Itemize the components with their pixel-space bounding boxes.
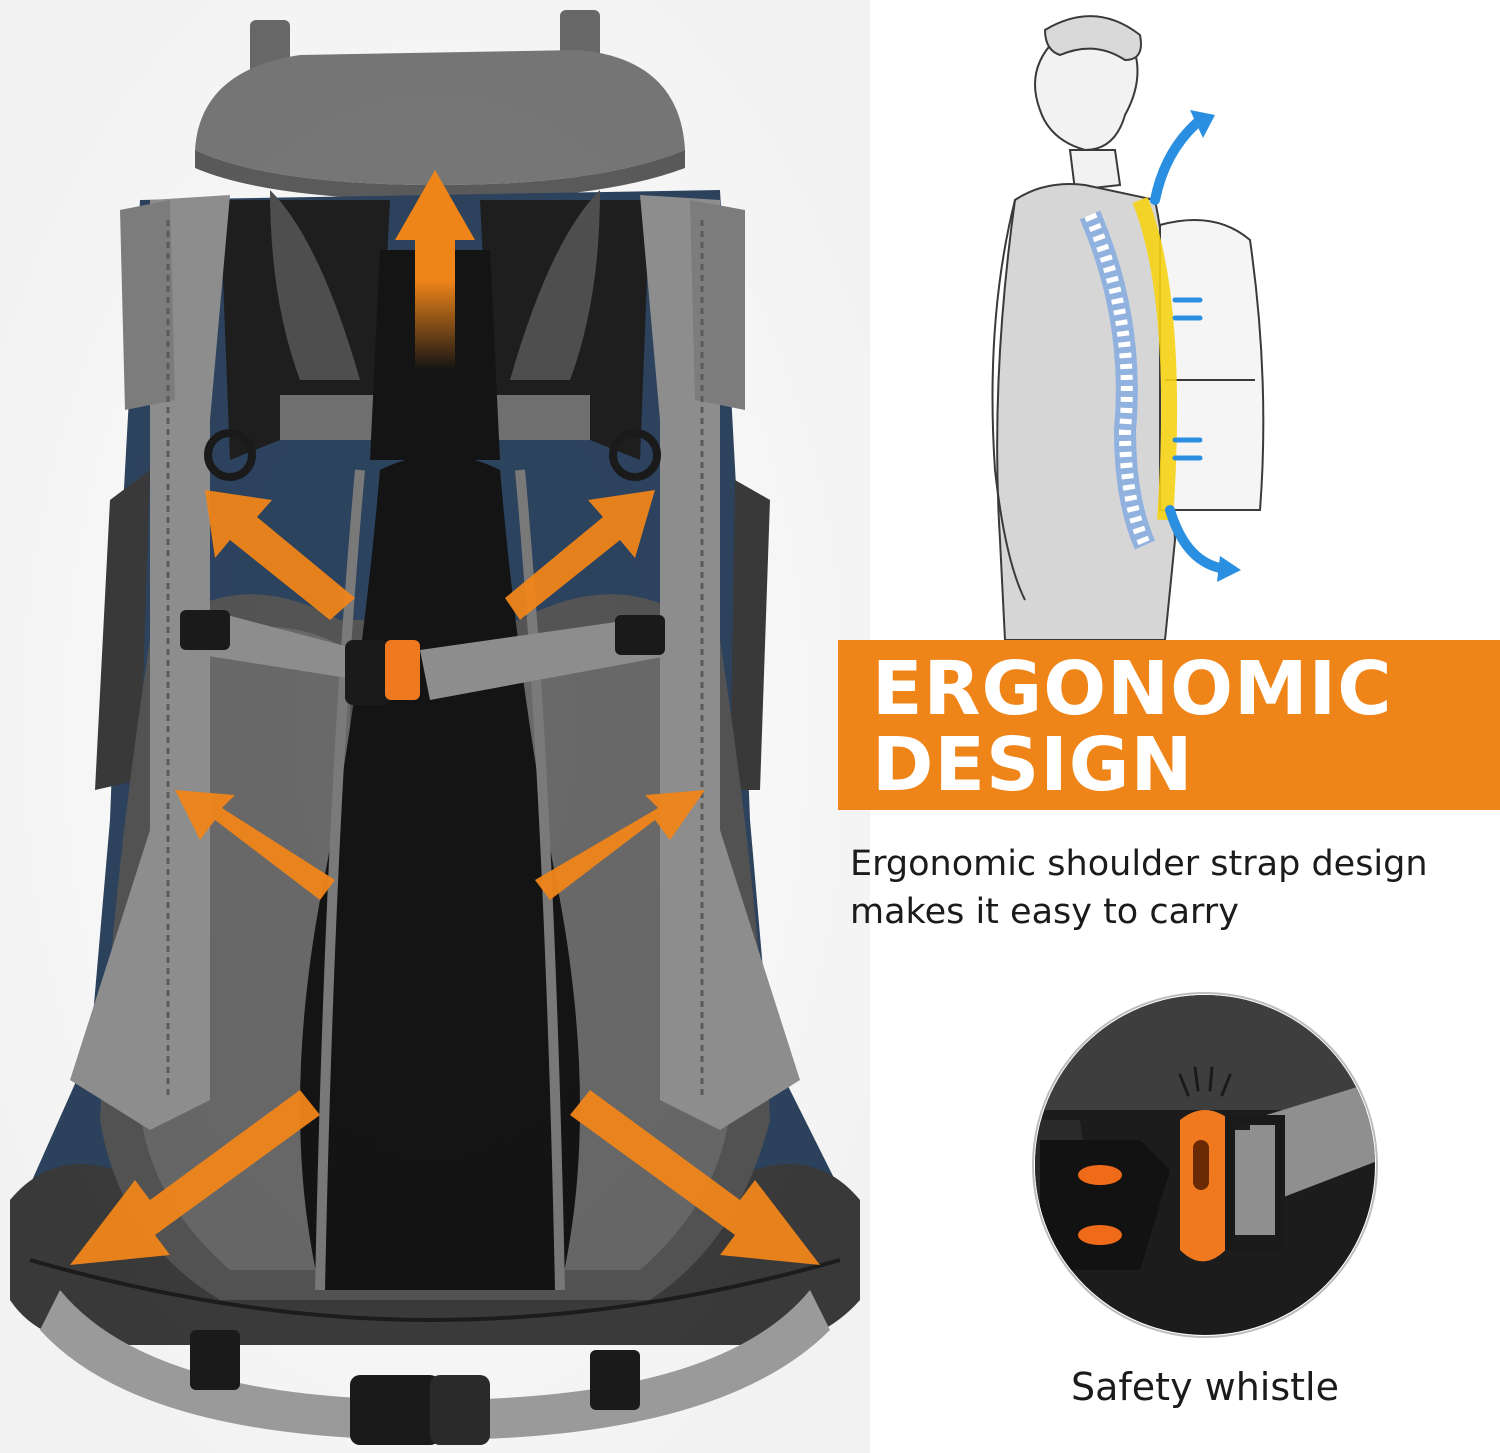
sternum-strap — [170, 600, 700, 705]
banner-title-line-1: ERGONOMIC — [872, 646, 1393, 732]
whistle-caption: Safety whistle — [1071, 1365, 1339, 1409]
person-spine-airflow-illustration — [991, 15, 1265, 640]
person-outline — [991, 15, 1177, 640]
whistle-sound-icon — [1178, 1066, 1232, 1097]
up-arrow-icon — [395, 170, 475, 370]
airflow-channel — [1132, 197, 1178, 521]
shoulder-straps — [70, 195, 800, 1130]
description-line-1: Ergonomic shoulder strap design — [850, 844, 1428, 884]
diagonal-arrow-icon — [70, 490, 820, 1265]
banner-title-line-2: DESIGN — [872, 722, 1194, 808]
shoulder-area — [220, 190, 650, 460]
safety-whistle-inset — [1032, 992, 1378, 1338]
feature-description: Ergonomic shoulder strap design makes it… — [850, 840, 1490, 937]
feature-banner — [838, 640, 1500, 810]
backpack-back-view-illustration — [0, 0, 870, 1453]
description-line-2: makes it easy to carry — [850, 892, 1239, 933]
hip-belt — [40, 1290, 830, 1445]
airflow-arrow-icon — [1150, 115, 1225, 573]
